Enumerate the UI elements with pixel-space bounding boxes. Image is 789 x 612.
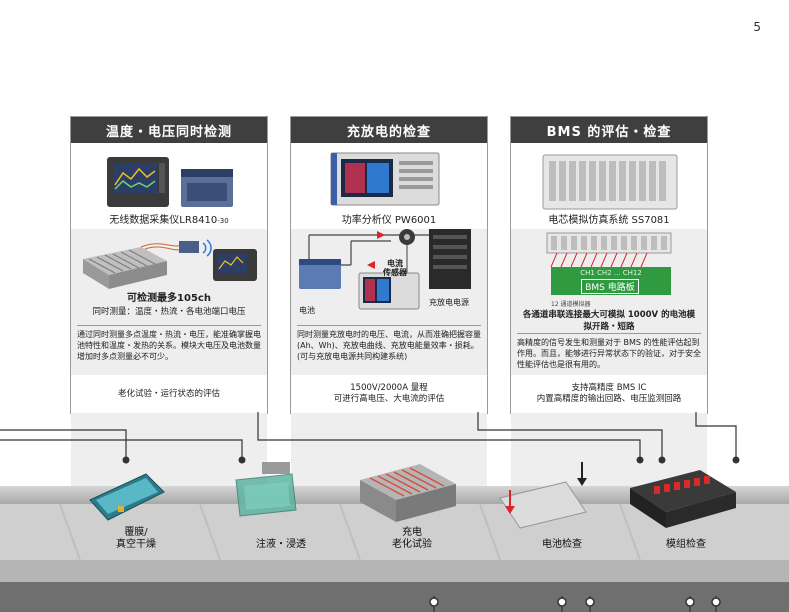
stage-lamination: 覆膜/ 真空干燥 (116, 527, 156, 550)
stage-charge-aging: 充电 老化试验 (392, 527, 432, 550)
process-items (89, 462, 736, 529)
product-name: 功率分析仪 PW6001 (341, 215, 437, 226)
card-detail-area: 可检测最多105ch 同时测量：温度・热流・各电池端口电压 通过同时测量多点温度… (71, 229, 267, 493)
page-number: 5 (753, 20, 761, 34)
product-name: 无线数据采集仪LR8410-30 (109, 215, 229, 226)
card-detail-area: 电池 电流 传感器 充放电电源 同时测量充放电时的电压、电流，从而准确把握容量(… (291, 229, 487, 493)
label-battery: 电池 (299, 306, 315, 315)
stage-module-inspection: 模组检查 (666, 539, 706, 550)
label-power-supply: 充放电电源 (429, 298, 469, 307)
highlight-subtext: 同时测量：温度・热流・各电池端口电压 (92, 307, 246, 317)
board-chips: CH1 CH2 ... CH12 (580, 269, 642, 277)
divider (77, 325, 261, 326)
divider (297, 325, 481, 326)
card-footer: 1500V/2000A 量程 可进行高电压、大电流的评估 (291, 375, 487, 413)
card-footer: 支持高精度 BMS IC 内置高精度的输出回路、电压监测回路 (511, 375, 707, 413)
card-footer: 老化试验・运行状态的评估 (71, 375, 267, 413)
card-description: 高精度的信号发生和测量对于 BMS 的性能评估起到作用。而且，能够进行异常状态下… (517, 338, 701, 369)
card-title: 充放电的检查 (291, 117, 487, 143)
charge-system-diagram (299, 229, 471, 310)
product-name: 电芯模拟仿真系统 SS7081 (548, 215, 670, 226)
card-title: 温度・电压同时检测 (71, 117, 267, 143)
divider (517, 333, 701, 334)
product-image-pw6001 (291, 143, 487, 227)
card-bms: BMS 的评估・检查 电芯模拟仿真系统 SS7081 (510, 116, 708, 493)
stage-cell-inspection: 电池检查 (542, 539, 582, 550)
board-subcaption: 12 通道模拟器 (551, 301, 591, 308)
card-description: 同时测量充放电时的电压、电流，从而准确把握容量(Ah、Wh)、充放电曲线、充放电… (297, 330, 481, 361)
bms-board-diagram (546, 232, 672, 295)
card-title: BMS 的评估・检查 (511, 117, 707, 143)
product-image-ss7081 (511, 143, 707, 227)
card-charge-discharge: 充放电的检查 功率分析仪 PW6001 (290, 116, 488, 493)
highlight-subtext: 各通道串联连接最大可模拟 1000V 的电池模拟开路・短路 (522, 310, 696, 332)
highlight-text: 可检测最多105ch (127, 293, 211, 304)
label-current-sensor: 电流 传感器 (383, 259, 407, 277)
card-detail-area: CH1 CH2 ... CH12 BMS 电路板 12 通道模拟器 各通道串联连… (511, 229, 707, 493)
card-description: 通过同时测量多点温度・热流・电压，能准确掌握电池特性和温度・发热的关系。模块大电… (77, 330, 261, 361)
card-temperature-voltage: 温度・电压同时检测 无线数据采集仪LR8410-30 (70, 116, 268, 493)
battery-module-image (83, 239, 257, 289)
stage-injection: 注液・浸透 (256, 539, 306, 550)
product-image-lr8410 (71, 143, 267, 227)
bms-board-label: BMS 电路板 (581, 279, 639, 294)
